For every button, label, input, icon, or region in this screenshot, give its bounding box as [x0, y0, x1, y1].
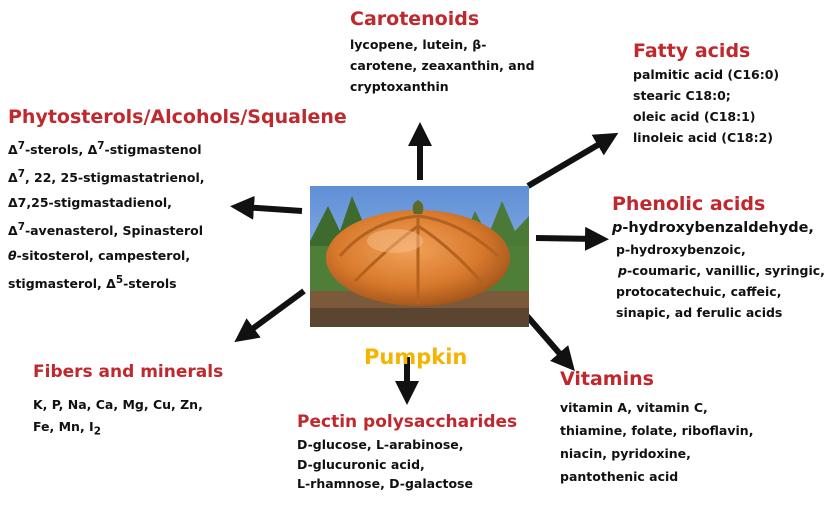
fatty-acids-line: palmitic acid (C16:0) — [633, 64, 779, 85]
fatty-acids-line: oleic acid (C18:1) — [633, 106, 779, 127]
phenolic-acids-body: p-hydroxybenzaldehyde, p-hydroxybenzoic,… — [612, 218, 825, 323]
node-vitamins: Vitamins vitamin A, vitamin C, thiamine,… — [560, 368, 753, 488]
fibers-text: Fe, Mn, I — [33, 419, 94, 434]
node-carotenoids: Carotenoids lycopene, lutein, β- caroten… — [350, 8, 535, 97]
phyto-text: -sterols — [123, 277, 177, 292]
phyto-superscript: 5 — [116, 274, 123, 286]
phytosterols-line-2: Δ7, 22, 25-stigmastatrienol, — [8, 162, 347, 190]
phyto-text: -sitosterol, campesterol, — [17, 248, 190, 263]
carotenoids-line: cryptoxanthin — [350, 76, 535, 97]
vitamins-line: niacin, pyridoxine, — [560, 442, 753, 465]
pectin-line: D-glucose, L-arabinose, — [297, 435, 517, 455]
phenolic-acids-title: Phenolic acids — [612, 193, 825, 215]
phyto-superscript: 7 — [97, 140, 104, 152]
node-pectin: Pectin polysaccharides D-glucose, L-arab… — [297, 412, 517, 494]
node-phenolic-acids: Phenolic acids p-hydroxybenzaldehyde, p-… — [612, 193, 825, 323]
node-phytosterols: Phytosterols/Alcohols/Squalene Δ7-sterol… — [8, 106, 347, 297]
phenolic-italic-p: p — [612, 220, 622, 236]
carotenoids-line: carotene, zeaxanthin, and — [350, 55, 535, 76]
carotenoids-title: Carotenoids — [350, 8, 535, 30]
phyto-superscript: 7 — [18, 221, 25, 233]
fibers-line-1: K, P, Na, Ca, Mg, Cu, Zn, — [33, 394, 223, 416]
node-fatty-acids: Fatty acids palmitic acid (C16:0) steari… — [633, 40, 779, 148]
phyto-superscript: 7 — [18, 168, 25, 180]
fibers-minerals-title: Fibers and minerals — [33, 362, 223, 382]
fatty-acids-line: stearic C18:0; — [633, 85, 779, 106]
pectin-body: D-glucose, L-arabinose, D-glucuronic aci… — [297, 435, 517, 494]
pectin-title: Pectin polysaccharides — [297, 412, 517, 432]
fibers-line-2: Fe, Mn, I2 — [33, 416, 223, 443]
phenolic-text: -coumaric, vanillic, syringic, — [627, 263, 825, 278]
phenolic-line-4: protocatechuic, caffeic, — [616, 281, 825, 302]
phytosterols-line-1: Δ7-sterols, Δ7-stigmastenol — [8, 134, 347, 162]
node-fibers-minerals: Fibers and minerals K, P, Na, Ca, Mg, Cu… — [33, 362, 223, 443]
phyto-superscript: 7 — [18, 140, 25, 152]
phenolic-line-1: p-hydroxybenzaldehyde, — [612, 218, 825, 239]
phyto-text: stigmasterol, Δ — [8, 277, 116, 292]
phyto-delta: Δ — [8, 223, 18, 238]
fatty-acids-body: palmitic acid (C16:0) stearic C18:0; ole… — [633, 64, 779, 148]
vitamins-line: vitamin A, vitamin C, — [560, 396, 753, 419]
phytosterols-body: Δ7-sterols, Δ7-stigmastenol Δ7, 22, 25-s… — [8, 134, 347, 297]
fibers-subscript: 2 — [94, 426, 101, 438]
phenolic-italic-p: p — [618, 263, 627, 278]
phytosterols-line-6: stigmasterol, Δ5-sterols — [8, 268, 347, 296]
arrow-to-fibers — [244, 291, 304, 335]
pectin-line: L-rhamnose, D-galactose — [297, 474, 517, 494]
center-label: Pumpkin — [364, 345, 467, 369]
phytosterols-line-4: Δ7-avenasterol, Spinasterol — [8, 215, 347, 243]
phytosterols-title: Phytosterols/Alcohols/Squalene — [8, 106, 347, 128]
phytosterols-line-5: θ-sitosterol, campesterol, — [8, 243, 347, 268]
phyto-text: -stigmastenol — [105, 142, 202, 157]
phenolic-text: -hydroxybenzaldehyde, — [622, 220, 814, 236]
phytosterols-line-3: Δ7,25-stigmastadienol, — [8, 190, 347, 215]
fatty-acids-line: linoleic acid (C18:2) — [633, 127, 779, 148]
vitamins-line: pantothenic acid — [560, 465, 753, 488]
phenolic-line-3: p-coumaric, vanillic, syringic, — [618, 260, 825, 281]
phyto-text: -sterols, Δ — [25, 142, 97, 157]
fatty-acids-title: Fatty acids — [633, 40, 779, 62]
phyto-delta: Δ — [8, 170, 18, 185]
phyto-text: , 22, 25-stigmastatrienol, — [25, 170, 205, 185]
arrow-to-vitamins — [527, 316, 567, 362]
phyto-delta: Δ — [8, 142, 18, 157]
phyto-theta: θ — [8, 248, 17, 263]
vitamins-line: thiamine, folate, riboflavin, — [560, 419, 753, 442]
phyto-text: -avenasterol, Spinasterol — [25, 223, 203, 238]
fibers-minerals-body: K, P, Na, Ca, Mg, Cu, Zn, Fe, Mn, I2 — [33, 394, 223, 443]
carotenoids-body: lycopene, lutein, β- carotene, zeaxanthi… — [350, 34, 535, 97]
phenolic-line-2: p-hydroxybenzoic, — [616, 239, 825, 260]
vitamins-body: vitamin A, vitamin C, thiamine, folate, … — [560, 396, 753, 488]
phenolic-line-5: sinapic, ad ferulic acids — [616, 302, 825, 323]
arrow-to-phenolic-acids — [536, 238, 597, 239]
carotenoids-line: lycopene, lutein, β- — [350, 34, 535, 55]
arrow-to-fatty-acids — [528, 139, 608, 186]
vitamins-title: Vitamins — [560, 368, 753, 390]
pectin-line: D-glucuronic acid, — [297, 455, 517, 475]
